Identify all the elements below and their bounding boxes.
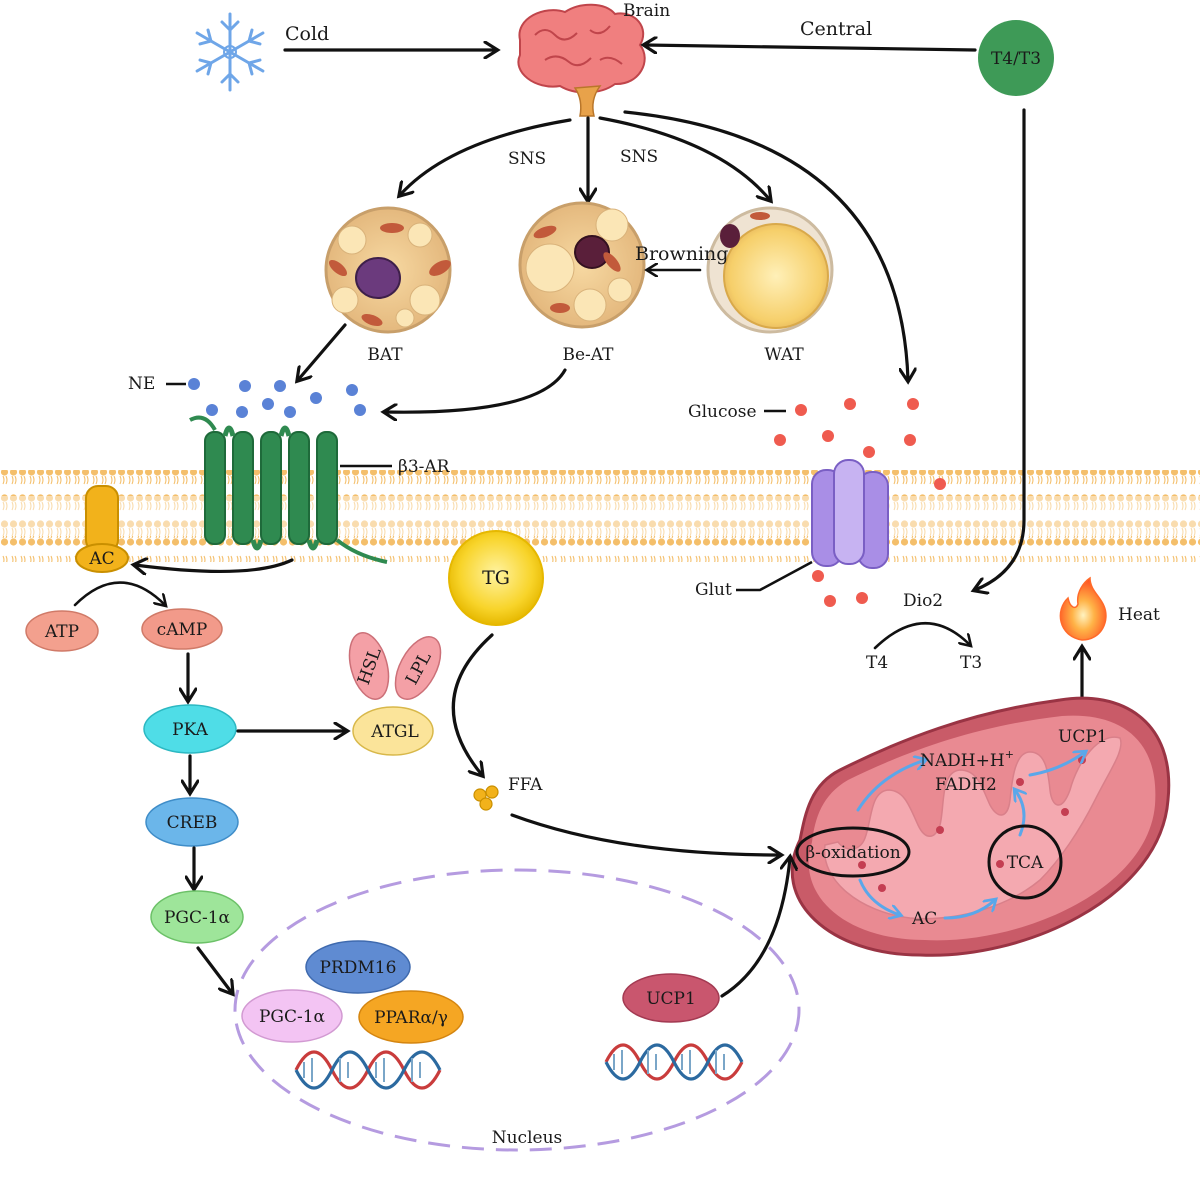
ac-membrane-label: AC <box>88 549 114 569</box>
sns-right-label: SNS <box>620 147 658 167</box>
glut-leader <box>736 560 813 592</box>
ucp1-to-mito-arrow <box>720 858 790 998</box>
wat-cell-icon <box>706 206 834 334</box>
b3ar-label: β3-AR <box>398 457 451 477</box>
bat-to-receptor-arrow <box>298 323 347 380</box>
betaox-to-nadh-arrow <box>856 760 925 812</box>
atgl-label: ATGL <box>370 722 419 742</box>
beat-cell-icon <box>518 201 646 329</box>
glut-transporter <box>811 459 889 569</box>
ffa-to-mito-arrow <box>510 813 780 855</box>
nucleus-label: Nucleus <box>492 1128 563 1148</box>
tca-ring <box>987 824 1063 900</box>
creb-label: CREB <box>167 813 218 833</box>
brain-to-bat-arrow <box>400 118 572 195</box>
nadh-label: NADH+H+ <box>920 748 1014 771</box>
ne-molecules <box>188 378 366 418</box>
ppar-label: PPARα/γ <box>374 1008 448 1028</box>
atgl-node <box>352 706 434 756</box>
brain-icon <box>517 3 646 117</box>
beta-oxidation-label: β-oxidation <box>805 843 900 863</box>
ffa-icon <box>473 785 499 811</box>
browning-label: Browning <box>635 243 728 265</box>
central-label: Central <box>800 18 872 40</box>
atp-label: ATP <box>44 622 79 642</box>
glucose-molecules <box>774 398 946 607</box>
tca-label: TCA <box>1007 853 1044 873</box>
ac-to-tca-arrow <box>943 900 995 920</box>
receptor-to-ac-arrow <box>135 560 294 571</box>
cold-label: Cold <box>285 23 329 45</box>
t4t3-to-dio2-arrow <box>975 108 1026 590</box>
pgc1a-nucleus-node <box>241 989 343 1043</box>
ucp1-mito-label: UCP1 <box>1058 727 1108 747</box>
t4t3-label: T4/T3 <box>991 49 1041 69</box>
dna-helix-icon <box>294 1050 442 1090</box>
pgc1a-node <box>150 890 244 944</box>
lpl-node <box>394 636 442 700</box>
pgc1a-to-nucleus-arrow <box>196 946 232 993</box>
central-arrow <box>645 45 977 50</box>
beat-label: Be-AT <box>563 345 615 365</box>
ffa-label: FFA <box>508 775 543 795</box>
dio2-arrow <box>873 622 970 650</box>
betaox-to-ac-arrow <box>858 878 900 915</box>
dio2-label: Dio2 <box>903 591 943 611</box>
ac-mito-label: AC <box>911 909 937 929</box>
pka-node <box>143 704 237 754</box>
t4t3-node <box>978 20 1054 96</box>
fadh2-label: FADH2 <box>935 775 997 795</box>
dna-helix-icon-2 <box>604 1043 744 1081</box>
atp-to-camp-arrow <box>73 581 165 606</box>
brain-label: Brain <box>623 1 670 21</box>
snowflake-icon <box>195 12 265 92</box>
bat-cell-icon <box>324 206 452 334</box>
tg-droplet <box>448 530 544 626</box>
creb-node <box>145 797 239 847</box>
nucleus-boundary <box>233 868 801 1152</box>
ne-label: NE <box>128 374 155 394</box>
t3-label: T3 <box>960 653 982 673</box>
tca-to-fadh2-arrow <box>1015 790 1024 837</box>
camp-node <box>141 608 223 650</box>
brain-to-glucose-arrow <box>623 110 908 380</box>
b3ar-receptor <box>189 415 388 564</box>
ucp1-nucleus-label: UCP1 <box>646 989 696 1009</box>
sns-left-label: SNS <box>508 149 546 169</box>
glucose-label: Glucose <box>688 402 757 422</box>
fadh2-to-ucp1-arrow <box>1028 752 1085 777</box>
brain-to-wat-arrow <box>598 116 770 200</box>
prdm16-label: PRDM16 <box>320 958 397 978</box>
hsl-node <box>348 632 390 700</box>
glut-label: Glut <box>695 580 732 600</box>
camp-label: cAMP <box>157 620 208 640</box>
fire-icon <box>1059 576 1107 641</box>
wat-label: WAT <box>764 345 804 365</box>
bat-label: BAT <box>367 345 403 365</box>
pgc1a-nucleus-label: PGC-1α <box>259 1007 326 1027</box>
cell-membrane <box>0 470 1200 562</box>
atp-node <box>25 610 99 652</box>
t4-label: T4 <box>866 653 888 673</box>
heat-label: Heat <box>1118 605 1160 625</box>
ppar-node <box>358 990 464 1044</box>
pgc1a-label: PGC-1α <box>164 908 231 928</box>
beat-to-receptor-arrow <box>385 368 567 412</box>
ac-membrane-protein <box>75 485 129 573</box>
pka-label: PKA <box>172 720 208 740</box>
tg-to-ffa-arrow <box>451 633 494 775</box>
ucp1-nucleus-node <box>622 973 720 1023</box>
tg-label: TG <box>482 567 510 589</box>
prdm16-node <box>305 940 411 994</box>
beta-oxidation-ring <box>795 826 911 878</box>
